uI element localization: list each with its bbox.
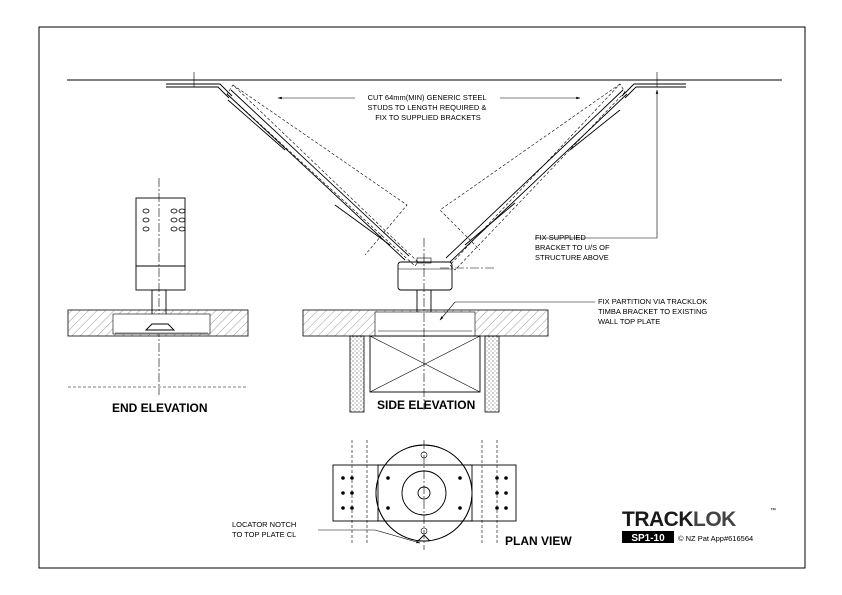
- plan-view-title: PLAN VIEW: [505, 534, 572, 548]
- plan-view: [332, 440, 517, 550]
- product-badge: SP1-10: [631, 533, 665, 544]
- fix-bracket-note: FIX SUPPLIED BRACKET TO U/S OF STRUCTURE…: [535, 233, 612, 262]
- studs-note: CUT 64mm(MIN) GENERIC STEEL STUDS TO LEN…: [367, 93, 488, 122]
- tracklok-logo: TRACKLOK ™ SP1-10 © NZ Pat App#616564: [622, 507, 776, 544]
- sheet-border: [38, 26, 806, 569]
- patent-note: © NZ Pat App#616564: [678, 534, 753, 543]
- fix-partition-note: FIX PARTITION VIA TRACKLOK TIMBA BRACKET…: [598, 297, 709, 326]
- svg-text:TRACKLOK: TRACKLOK: [622, 508, 736, 531]
- leader-lines: [277, 89, 659, 544]
- brand-name-a: TRACK: [622, 508, 693, 531]
- locator-note: LOCATOR NOTCH TO TOP PLATE CL: [232, 520, 298, 539]
- end-elevation: [67, 178, 249, 395]
- side-elevation: [166, 72, 686, 413]
- end-elevation-title: END ELEVATION: [112, 401, 208, 415]
- trademark: ™: [770, 507, 776, 514]
- side-elevation-title: SIDE ELEVATION: [377, 398, 475, 412]
- brand-name-b: LOK: [693, 508, 736, 531]
